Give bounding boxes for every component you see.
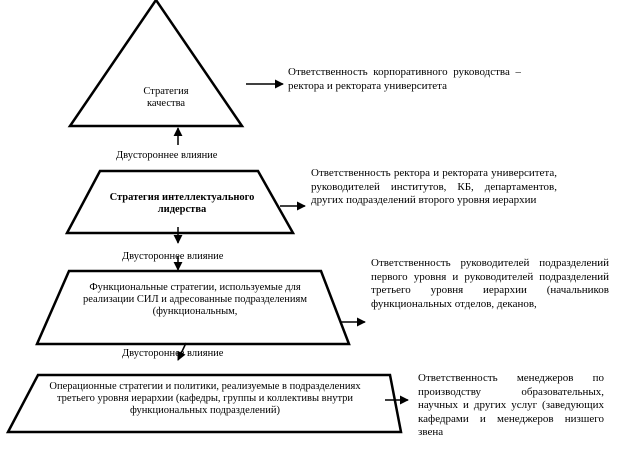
- influence-label-1: Двустороннее влияние: [116, 150, 218, 161]
- influence-arrow-4: [177, 342, 187, 361]
- level-2-label: Стратегия интеллектуального лидерства: [109, 192, 255, 215]
- level-4-trapezoid: [5, 373, 403, 434]
- influence-label-2: Двустороннее влияние: [122, 251, 224, 262]
- responsibility-text-1: Ответственность корпоративного руководст…: [288, 66, 521, 92]
- level-1-label: Стратегия качества: [143, 86, 189, 109]
- responsibility-text-4: Ответственность менеджеров по производст…: [418, 372, 604, 438]
- level-3-trapezoid: [35, 269, 351, 346]
- level-4-label: Операционные стратегии и политики, реали…: [49, 381, 361, 416]
- strategy-triangle: [67, 0, 245, 128]
- level-3-label: Функциональные стратегии, используемые д…: [82, 282, 308, 317]
- level-2-trapezoid: [64, 169, 296, 235]
- influence-label-3: Двустороннее влияние: [122, 348, 224, 359]
- responsibility-text-3: Ответственность руководителей подразделе…: [371, 257, 609, 310]
- responsibility-text-2: Ответственность ректора и ректората унив…: [311, 167, 557, 206]
